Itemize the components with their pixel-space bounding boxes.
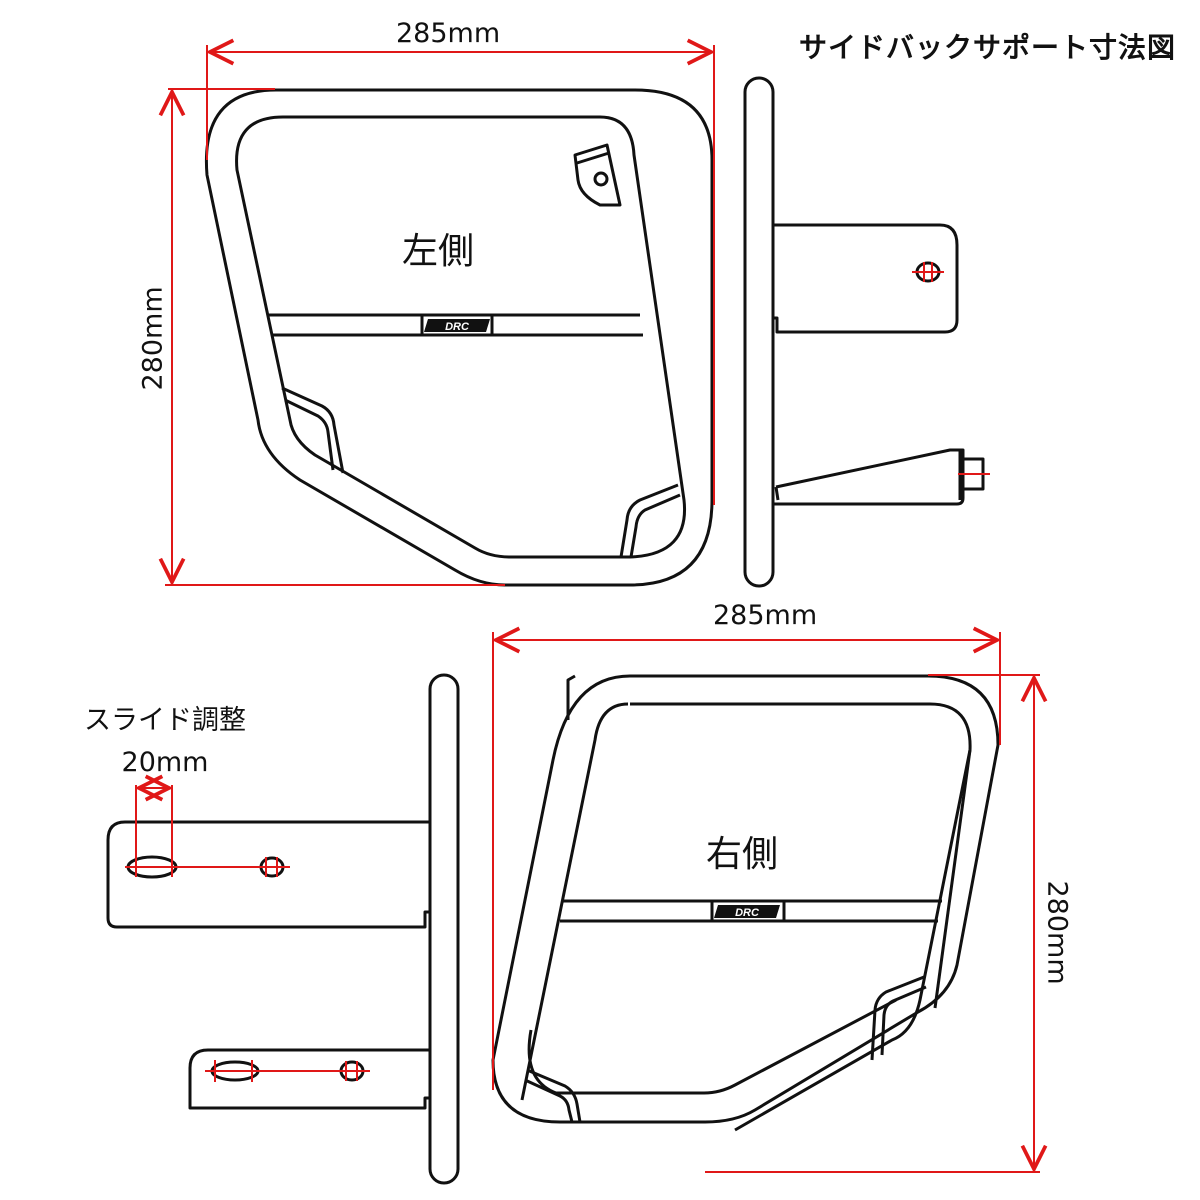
slide-adjust-label: スライド調整 20mm <box>70 700 260 784</box>
mount-view-centerlines <box>125 785 370 1082</box>
right-side-label: 右側 <box>706 834 779 875</box>
left-height-label: 280mm <box>137 286 169 391</box>
right-height-label: 280mm <box>1041 880 1073 985</box>
left-side-label: 左側 <box>402 231 475 272</box>
left-frame <box>204 88 714 587</box>
side-view-top <box>743 76 985 588</box>
side-view-top-holes <box>912 262 990 475</box>
left-height-dimension <box>165 88 505 586</box>
svg-text:DRC: DRC <box>445 321 470 333</box>
slide-adjust-value: 20mm <box>121 747 209 778</box>
right-drc-logo: DRC <box>714 905 780 919</box>
left-drc-logo: DRC <box>424 319 490 333</box>
page-title: サイドバックサポート寸法図 <box>798 31 1176 64</box>
right-width-dimension <box>492 632 1001 1090</box>
svg-text:DRC: DRC <box>735 907 760 919</box>
slide-adjust-title: スライド調整 <box>84 705 246 736</box>
left-width-dimension <box>206 45 715 505</box>
left-width-label: 285mm <box>396 18 501 49</box>
right-frame <box>491 674 1000 1132</box>
right-width-label: 285mm <box>713 600 818 631</box>
right-height-dimension <box>705 674 1040 1173</box>
